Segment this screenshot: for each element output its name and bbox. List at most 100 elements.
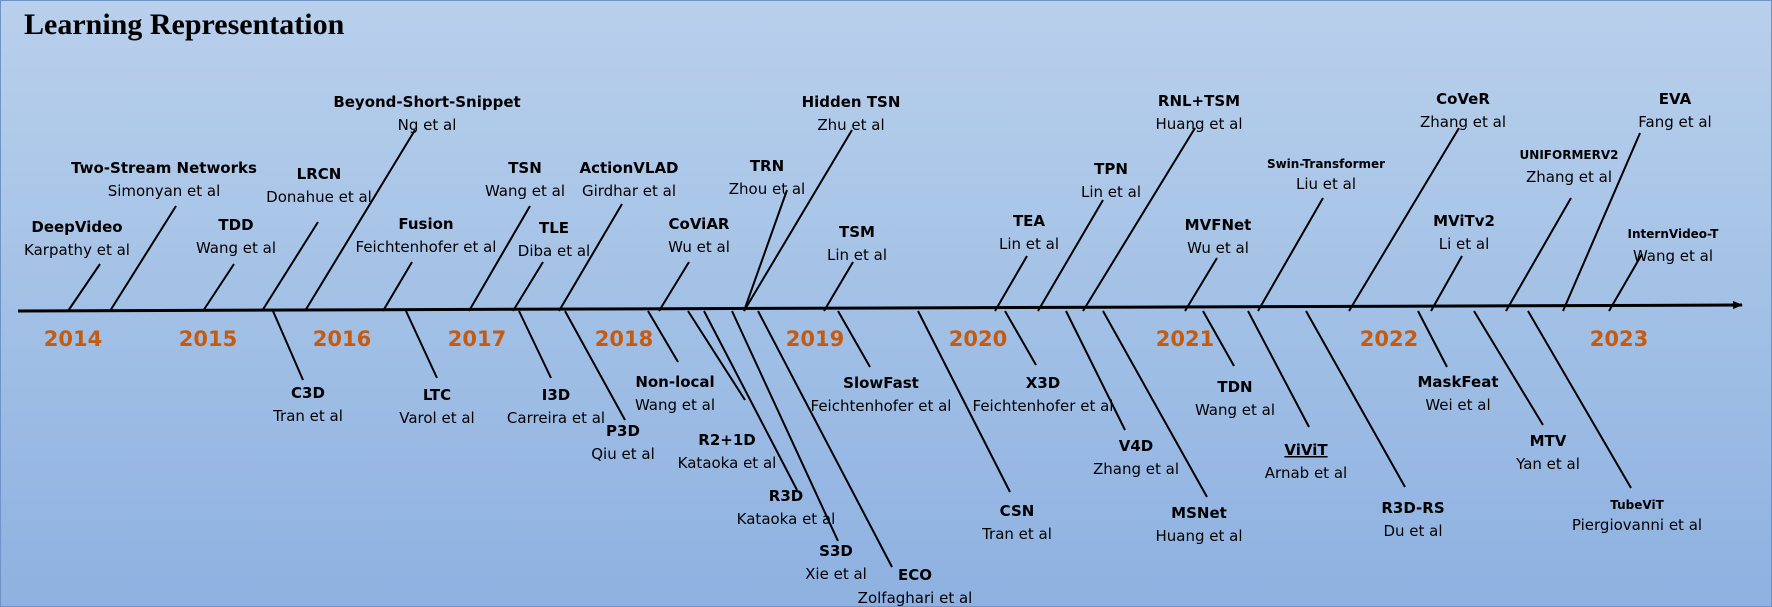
connector-tsn [468,205,531,312]
model-name-uniformerv2: UNIFORMERV2 [1520,148,1619,162]
year-label-2021: 2021 [1156,327,1214,351]
year-label-2015: 2015 [179,327,237,351]
connector-vivit [1247,310,1310,428]
connector-fusion [382,261,413,312]
connector-mvitv2 [1430,255,1463,312]
connector-trn [743,189,788,312]
model-author-mtv: Yan et al [1515,455,1580,473]
model-author-two-stream-networks: Simonyan et al [108,182,221,200]
model-name-non-local: Non-local [635,373,714,391]
model-name-fusion: Fusion [398,215,453,233]
connector-deepvideo [67,263,101,312]
model-name-hidden-tsn: Hidden TSN [802,93,901,111]
model-name-mtv: MTV [1530,432,1567,450]
timeline-axis [17,301,1743,313]
connector-ltc [405,310,438,379]
year-label-2023: 2023 [1590,327,1648,351]
milestone-ltc: LTC Varol et al [399,386,474,427]
model-name-mvitv2: MViTv2 [1433,212,1495,230]
connector-eva [1562,132,1641,312]
connector-mvfnet [1184,257,1218,312]
model-author-lrcn: Donahue et al [266,188,372,206]
connector-tubevit [1527,310,1632,489]
year-label-2020: 2020 [949,327,1007,351]
connector-non-local [647,310,679,363]
model-author-beyond-short-snippet: Ng et al [398,116,457,134]
milestone-mtv: MTV Yan et al [1515,432,1580,473]
milestone-r3d: R3D Kataoka et al [737,487,836,528]
connector-internvideo-t [1608,253,1643,312]
model-author-ltc: Varol et al [399,409,474,427]
model-name-i3d: I3D [542,386,570,404]
connector-v4d [1065,310,1126,431]
model-name-csn: CSN [1000,502,1035,520]
model-author-tdn: Wang et al [1195,401,1275,419]
year-label-2019: 2019 [786,327,844,351]
milestone-v4d: V4D Zhang et al [1093,437,1179,478]
milestone-i3d: I3D Carreira et al [507,386,605,427]
milestone-hidden-tsn: Hidden TSN Zhu et al [802,93,901,134]
model-author-r3d-rs: Du et al [1383,522,1442,540]
model-name-x3d: X3D [1026,374,1060,392]
year-label-2014: 2014 [44,327,102,351]
connector-s3d [731,310,839,542]
connector-two-stream-networks [109,205,177,312]
model-name-vivit: ViViT [1284,441,1328,459]
model-author-tpn: Lin et al [1081,183,1141,201]
connector-x3d [1004,310,1037,366]
year-label-2016: 2016 [313,327,371,351]
connector-tle [512,261,544,312]
model-name-coviar: CoViAR [669,215,730,233]
model-author-tsn: Wang et al [485,182,565,200]
model-name-tsm: TSM [839,223,875,241]
model-author-v4d: Zhang et al [1093,460,1179,478]
model-author-maskfeat: Wei et al [1425,396,1490,414]
model-author-r3d: Kataoka et al [737,510,836,528]
model-name-rnl-tsm: RNL+TSM [1158,92,1240,110]
connector-msnet [1102,310,1208,498]
model-author-tdd: Wang et al [196,239,276,257]
milestone-coviar: CoViAR Wu et al [668,215,730,256]
model-name-ltc: LTC [423,386,451,404]
model-name-tea: TEA [1013,212,1045,230]
model-author-tle: Diba et al [518,242,590,260]
connector-coviar [658,261,690,312]
model-name-r3d-rs: R3D-RS [1381,499,1444,517]
model-author-fusion: Feichtenhofer et al [356,238,497,256]
model-name-tpn: TPN [1094,160,1128,178]
connector-tsm [823,261,854,312]
connector-swin-transformer [1257,197,1324,312]
model-name-v4d: V4D [1119,437,1154,455]
model-name-trn: TRN [750,157,784,175]
connector-tea [994,255,1028,312]
model-author-hidden-tsn: Zhu et al [817,116,884,134]
model-name-r2-1d: R2+1D [698,431,755,449]
connector-r3d-rs [1305,310,1406,488]
model-name-r3d: R3D [769,487,803,505]
model-name-lrcn: LRCN [297,165,342,183]
connector-slowfast [837,310,871,368]
model-author-i3d: Carreira et al [507,409,605,427]
milestone-lrcn: LRCN Donahue et al [266,165,372,206]
model-author-trn: Zhou et al [729,180,805,198]
model-author-coviar: Wu et al [668,238,730,256]
model-author-actionvlad: Girdhar et al [582,182,676,200]
model-author-mvitv2: Li et al [1439,235,1490,253]
model-author-eco: Zolfaghari et al [858,589,973,607]
